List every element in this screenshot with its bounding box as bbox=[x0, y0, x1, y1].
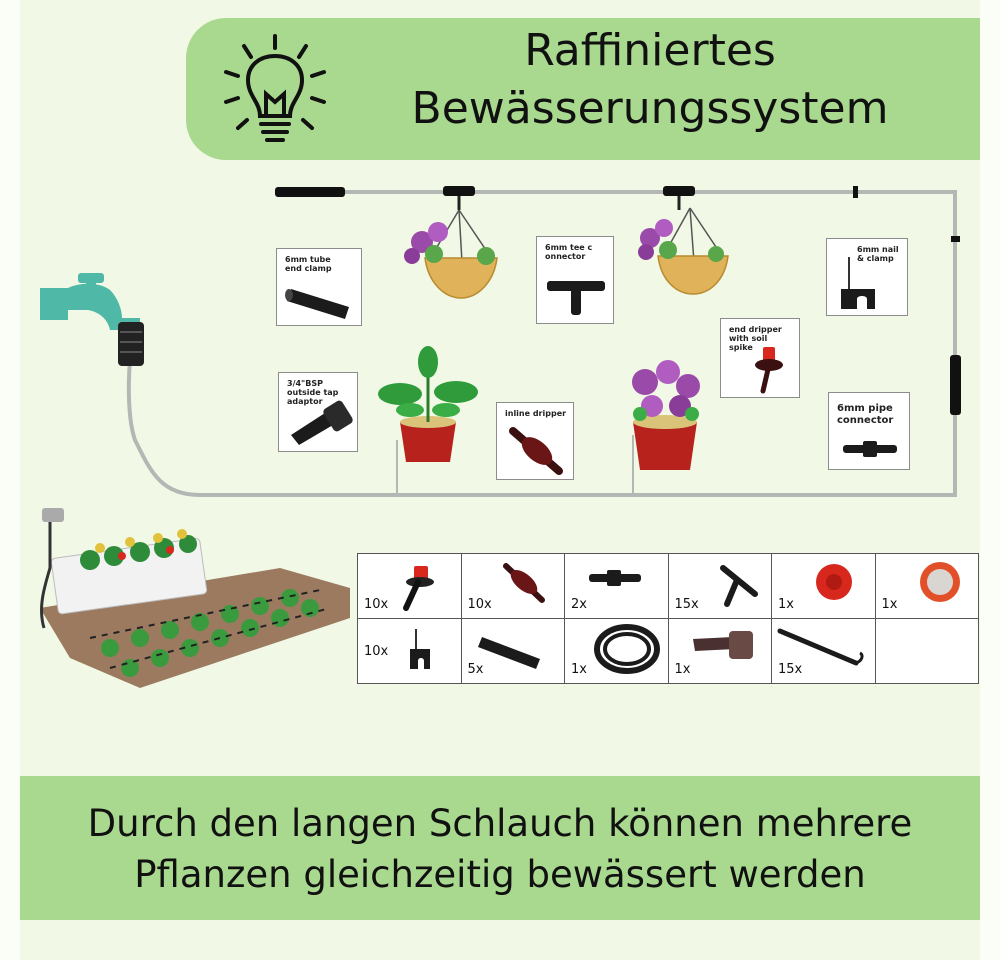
garden-bed-illustration bbox=[40, 508, 350, 688]
parts-cell: 2x bbox=[564, 553, 669, 619]
potted-plant-icon bbox=[378, 346, 478, 462]
parts-cell: 15x bbox=[667, 553, 772, 619]
parts-cell: 10x bbox=[357, 553, 462, 619]
parts-cell: 1x bbox=[771, 553, 876, 619]
hanging-basket-icon bbox=[638, 186, 729, 295]
nail-clamp-icon bbox=[841, 257, 875, 309]
quantity-label: 1x bbox=[571, 662, 587, 677]
parts-cell: 1x bbox=[564, 618, 669, 684]
title-banner bbox=[186, 18, 980, 160]
title-line-1: Raffiniertes bbox=[524, 25, 776, 76]
flower-pot-icon bbox=[632, 360, 700, 470]
card-tube-end-clamp: 6mm tube end clamp bbox=[276, 248, 362, 326]
nail-clamp-icon bbox=[410, 629, 430, 669]
inline-dripper-icon bbox=[502, 563, 545, 603]
parts-cell: 10x bbox=[460, 553, 565, 619]
card-inline-dripper: inline dripper bbox=[496, 402, 574, 480]
title-line-2: Bewässerungssystem bbox=[411, 83, 889, 134]
parts-cell: 10x bbox=[357, 618, 462, 684]
footer-line-2: Pflanzen gleichzeitig bewässert werden bbox=[134, 853, 866, 896]
filter-washer-icon bbox=[919, 562, 960, 602]
tube-clamp-icon bbox=[477, 637, 540, 669]
tap-adaptor-icon bbox=[291, 400, 353, 445]
soil-spike-icon bbox=[777, 628, 864, 666]
quantity-label: 10x bbox=[364, 597, 389, 612]
card-nail-clamp: 6mm nail & clamp bbox=[826, 238, 908, 316]
footer-line-1: Durch den langen Schlauch können mehrere bbox=[87, 802, 913, 845]
red-cap-icon bbox=[816, 564, 852, 600]
card-label: inline dripper bbox=[505, 409, 567, 418]
tap-adaptor-icon bbox=[692, 631, 753, 659]
pipe-connector-icon bbox=[843, 441, 897, 457]
card-end-dripper: end dripper with soil spike bbox=[720, 318, 800, 398]
lightbulb-icon bbox=[224, 34, 326, 142]
card-label: 6mm pipe connector bbox=[837, 403, 894, 426]
page-title: Raffiniertes Bewässerungssystem bbox=[320, 22, 980, 138]
quantity-label: 1x bbox=[778, 597, 794, 612]
quantity-label: 10x bbox=[467, 597, 492, 612]
quantity-label: 2x bbox=[571, 597, 587, 612]
water-tap-icon bbox=[40, 273, 144, 366]
table-row: 10x 5x 1x 1x 15x bbox=[357, 618, 979, 684]
card-tap-adaptor: 3/4"BSP outside tap adaptor bbox=[278, 372, 358, 452]
tube-clamp-icon bbox=[285, 289, 349, 319]
quantity-label: 1x bbox=[881, 597, 898, 612]
quantity-label: 15x bbox=[674, 597, 699, 612]
quantity-label: 10x bbox=[364, 644, 389, 659]
tee-connector-icon bbox=[719, 565, 758, 607]
quantity-label: 1x bbox=[674, 662, 691, 677]
pipe-connector-icon bbox=[589, 570, 641, 586]
card-label: 6mm nail & clamp bbox=[857, 245, 899, 263]
hanging-basket-icon bbox=[404, 186, 498, 299]
table-row: 10x 10x 2x 15x bbox=[357, 553, 979, 619]
hose-coil-icon bbox=[594, 624, 660, 674]
quantity-label: 15x bbox=[778, 662, 803, 677]
card-label: 6mm tee c onnector bbox=[545, 243, 593, 261]
quantity-label: 5x bbox=[467, 662, 484, 677]
card-tee-connector: 6mm tee c onnector bbox=[536, 236, 614, 324]
parts-cell-empty bbox=[874, 618, 979, 684]
card-label: 6mm tube end clamp bbox=[285, 255, 332, 273]
end-dripper-icon bbox=[755, 347, 783, 394]
parts-cell: 5x bbox=[460, 618, 565, 684]
card-label: 3/4"BSP outside tap adaptor bbox=[287, 379, 339, 406]
parts-cell: 1x bbox=[667, 618, 772, 684]
footer-banner bbox=[20, 776, 980, 920]
parts-table: 10x 10x 2x 15x bbox=[357, 553, 979, 684]
hose-layout bbox=[40, 186, 961, 497]
tee-connector-icon bbox=[547, 281, 605, 315]
card-label: end dripper with soil spike bbox=[729, 325, 782, 352]
parts-cell: 15x bbox=[771, 618, 876, 684]
end-dripper-icon bbox=[403, 566, 434, 611]
inline-dripper-icon bbox=[509, 427, 563, 475]
card-pipe-connector: 6mm pipe connector bbox=[828, 392, 910, 470]
parts-cell: 1x bbox=[874, 553, 979, 619]
irrigation-diagram: 6mm tube end clamp 6mm tee c onnector 6m… bbox=[0, 170, 1000, 510]
footer-caption: Durch den langen Schlauch können mehrere… bbox=[20, 798, 980, 900]
